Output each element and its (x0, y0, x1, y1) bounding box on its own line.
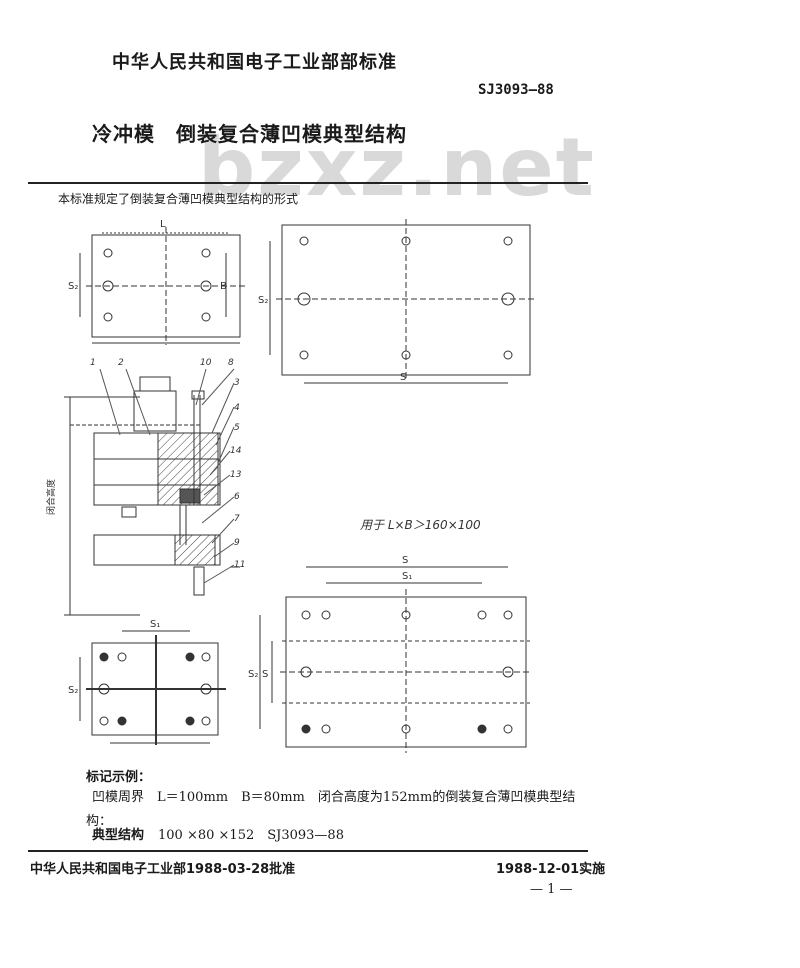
marking-example-text: 凹模周界 L＝100mm B＝80mm 闭合高度为152mm的倒装复合薄凹模典型… (86, 786, 596, 834)
technical-drawing: L S₂ B S₂ S 闭合高 (45, 219, 536, 753)
part-number-6: 6 (234, 492, 240, 502)
approval-line: 中华人民共和国电子工业部1988-03-28批准 (30, 862, 296, 877)
plan-view-bottom-left: S₁ S₂ (68, 619, 226, 745)
dim-L-label: L (160, 219, 166, 230)
document-title: 冷冲模 倒装复合薄凹模典型结构 (92, 122, 407, 146)
part-number-13: 13 (230, 470, 242, 480)
part-number-10: 10 (200, 358, 212, 368)
scope-text: 本标准规定了倒装复合薄凹模典型结构的形式 (58, 192, 299, 206)
header-rule (28, 182, 588, 184)
plan-view-top-right: S₂ S (258, 219, 536, 384)
part-number-5: 5 (234, 423, 240, 433)
dim-S2-label-a: S₂ (68, 281, 78, 292)
dim-S-label-a: S (400, 372, 406, 383)
dim-S2-label-b: S₂ (258, 295, 268, 306)
part-number-3: 3 (234, 378, 240, 388)
marking-example-heading: 标记示例： (86, 770, 152, 785)
part-number-7: 7 (234, 514, 240, 524)
plan-view-top-left: L S₂ B (68, 219, 246, 345)
issuing-organization: 中华人民共和国电子工业部部标准 (112, 52, 397, 73)
part-number-2: 2 (118, 358, 124, 368)
dim-S2-label-c: S₂ (68, 685, 78, 696)
dim-S1-label-b: S₁ (402, 571, 412, 582)
part-number-1: 1 (90, 358, 96, 368)
part-number-14: 14 (230, 446, 242, 456)
effective-date: 1988-12-01实施 (496, 862, 606, 877)
marking-code: 典型结构 100 ×80 ×152 SJ3093—88 (92, 824, 344, 843)
page-number: — 1 — (530, 882, 573, 897)
applicability-note: 用于 L×B＞160×100 (360, 518, 481, 532)
watermark: bzxz.net (198, 121, 596, 214)
dim-S-label-b: S (402, 555, 408, 566)
dim-B-label-a: B (220, 281, 227, 292)
marking-code-label: 典型结构 (92, 828, 145, 843)
footer-rule (28, 850, 588, 852)
part-number-11: 11 (234, 560, 245, 570)
marking-example-line1: 凹模周界 L＝100mm B＝80mm 闭合高度为152mm的倒装复合薄凹模典型… (92, 790, 576, 805)
marking-example-line2: 构： (86, 814, 113, 829)
dim-S3-label: S (262, 669, 268, 680)
standard-number: SJ3093—88 (478, 82, 554, 98)
part-number-8: 8 (228, 358, 234, 368)
dim-S2-label-d: S₂ (248, 669, 258, 680)
part-number-4: 4 (234, 403, 240, 413)
section-view: 闭合高度 1 2 10 8 3 4 5 14 13 6 7 9 11 (45, 358, 245, 616)
dim-S1-label-a: S₁ (150, 619, 160, 630)
plan-view-bottom-right: S S₁ S₂ S (248, 555, 532, 753)
part-number-9: 9 (234, 538, 240, 548)
marking-code-value: 100 ×80 ×152 SJ3093—88 (158, 828, 344, 843)
closed-height-label: 闭合高度 (45, 479, 57, 515)
